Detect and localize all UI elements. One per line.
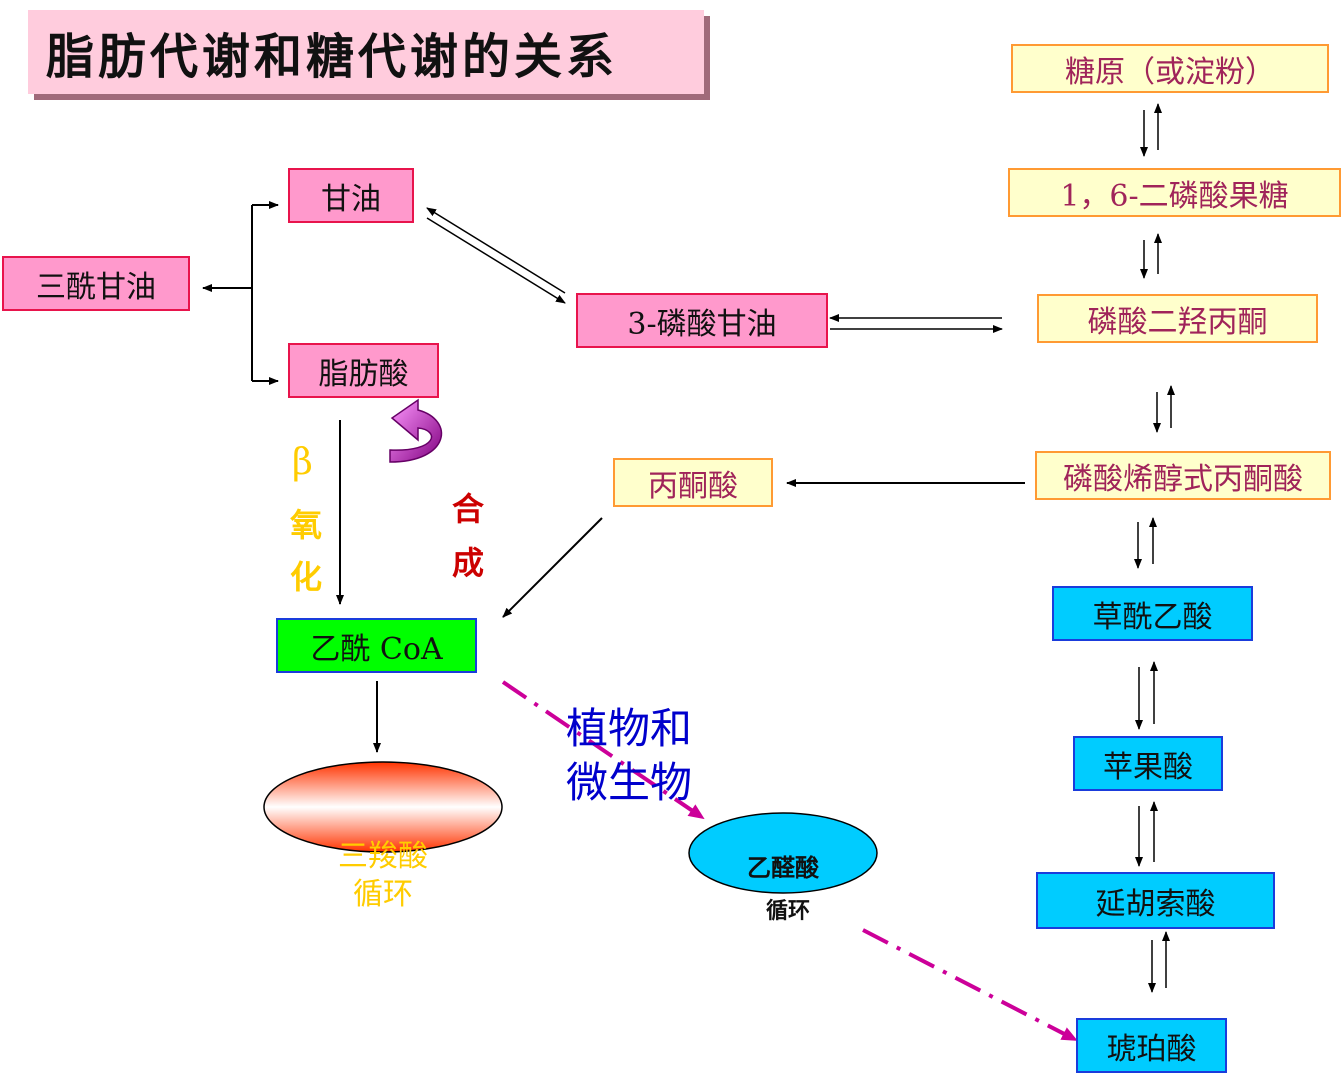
glyoxylate-pathway-arrow [501,680,705,820]
node-fructose-bisphosphate: 1，6-二磷酸果糖 [1008,168,1341,217]
glyoxylate-cycle-label-bottom: 循环 [765,898,810,924]
plants-microbes-label-1: 植物和 [566,704,693,753]
node-pyruvate: 丙酮酸 [613,458,773,507]
oxidation-label-2: 化 [290,558,323,596]
plants-microbes-label-2: 微生物 [566,758,693,807]
node-pep: 磷酸烯醇式丙酮酸 [1035,451,1331,500]
glycerol-g3p-arrows [426,207,566,304]
node-oxaloacetate: 草酰乙酸 [1052,586,1253,641]
right-column-arrows [1134,103,1175,993]
tca-cycle-ellipse [263,761,503,853]
node-acetyl-coa: 乙酰 CoA [276,618,477,673]
succinate-pathway-arrow [862,928,1078,1042]
synthesis-label-1: 合 [452,490,485,528]
glyoxylate-cycle-label-top: 乙醛酸 [747,853,819,882]
node-glycerol-3-phosphate: 3-磷酸甘油 [576,293,828,348]
beta-label: β [292,442,313,483]
node-succinate: 琥珀酸 [1076,1018,1227,1073]
glyoxylate-cycle-ellipse [688,812,878,894]
pyruvate-acetylcoa-arrow [502,517,603,618]
oxidation-label-1: 氧 [290,506,323,544]
page-title: 脂肪代谢和糖代谢的关系 [28,10,704,94]
synthesis-label-2: 成 [452,544,485,582]
bracket-arrows [202,201,279,385]
node-glycerol: 甘油 [288,168,414,223]
node-malate: 苹果酸 [1073,736,1223,791]
node-triacylglycerol: 三酰甘油 [2,256,190,311]
node-dhap: 磷酸二羟丙酮 [1037,294,1318,343]
synthesis-curved-arrow [389,398,443,463]
node-fatty-acid: 脂肪酸 [288,343,439,398]
g3p-dhap-arrows [829,314,1003,333]
node-glycogen: 糖原（或淀粉） [1011,44,1329,93]
tca-cycle-label: 三羧酸 循环 [338,839,428,912]
node-fumarate: 延胡索酸 [1036,872,1275,929]
